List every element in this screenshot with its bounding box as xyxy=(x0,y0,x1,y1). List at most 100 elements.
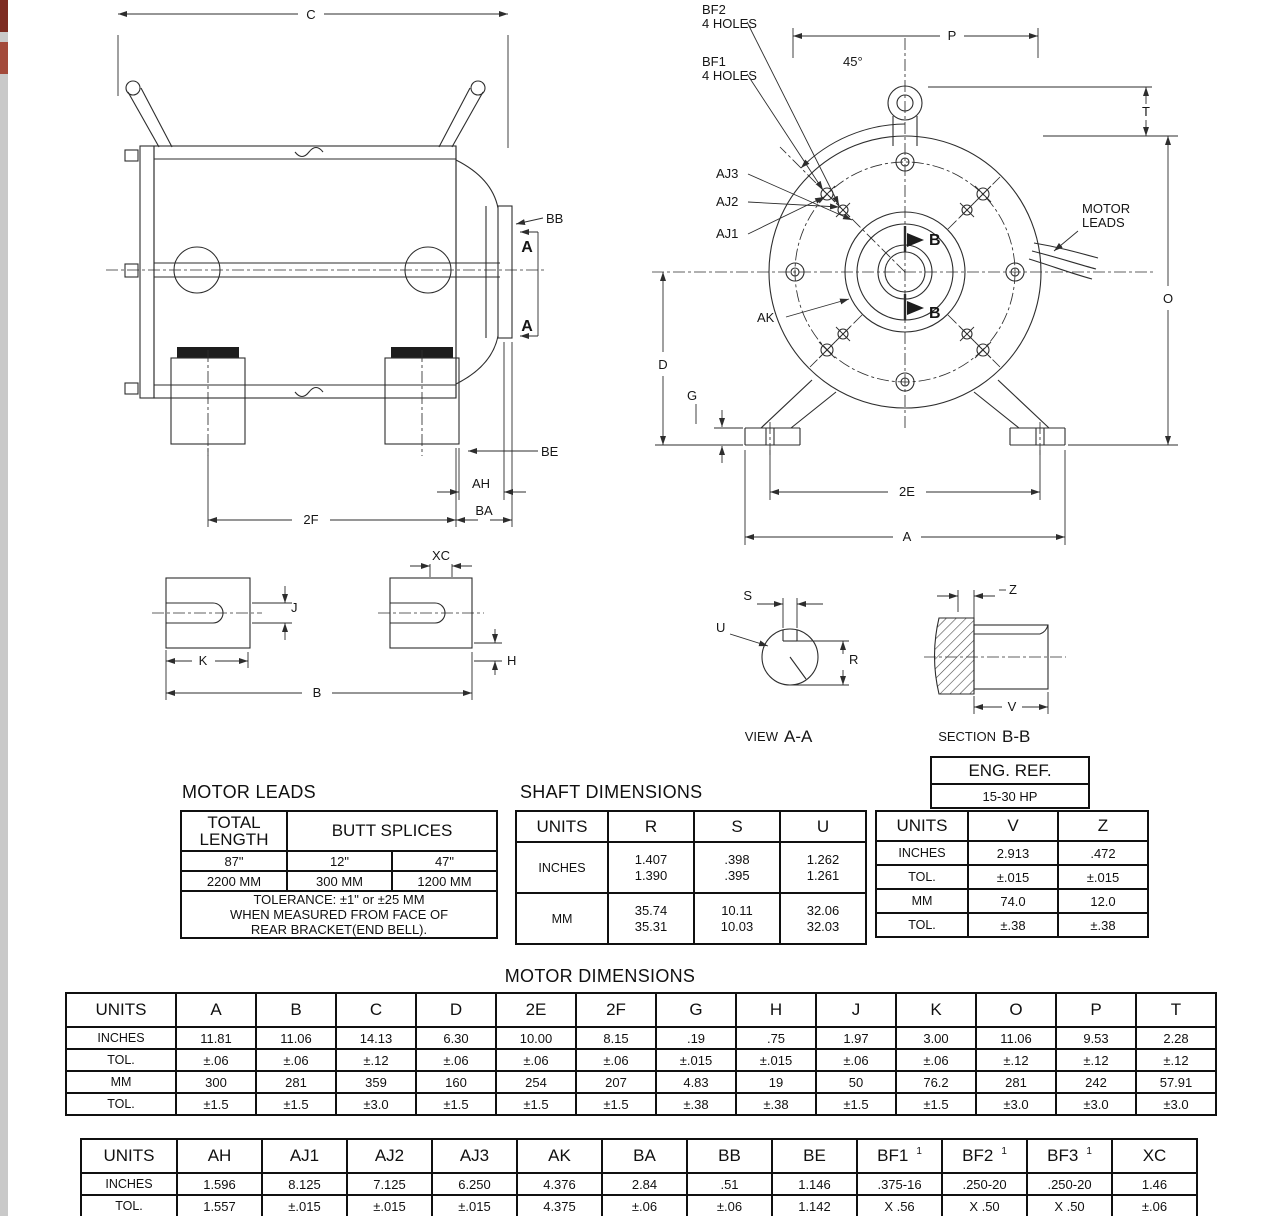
cell: 2.84 xyxy=(601,1172,688,1196)
dim-label-xc: XC xyxy=(432,548,450,563)
dim-label-aj3: AJ3 xyxy=(716,166,738,181)
dim-label-z: Z xyxy=(1009,582,1017,597)
dim-label-ah: AH xyxy=(472,476,490,491)
dim-label-a: A xyxy=(903,529,912,544)
dim-label-s: S xyxy=(743,588,752,603)
dim-label-g: G xyxy=(687,388,697,403)
value: 10.11 xyxy=(721,902,753,918)
cell: ±.38 xyxy=(967,912,1059,938)
left-edge-mark xyxy=(0,42,8,74)
cell: ±.06 xyxy=(601,1194,688,1216)
cell: 57.91 xyxy=(1135,1070,1217,1094)
dim-label-2f: 2F xyxy=(303,512,318,527)
cell: ±1.5 xyxy=(495,1092,577,1116)
cell: ±.06 xyxy=(895,1048,977,1072)
dim-label-be: BE xyxy=(541,444,559,459)
col-header-k: K xyxy=(895,992,977,1028)
cell: 6.30 xyxy=(415,1026,497,1050)
cell: 47" xyxy=(391,850,498,872)
col-header-aj1: AJ1 xyxy=(261,1138,348,1174)
tolerance-line: TOLERANCE: ±1" or ±25 MM xyxy=(253,892,425,907)
cell: ±3.0 xyxy=(1055,1092,1137,1116)
cell: .472 xyxy=(1057,840,1149,866)
section-label-b-bottom: B xyxy=(929,305,941,322)
cell: ±.38 xyxy=(1057,912,1149,938)
cell: 50 xyxy=(815,1070,897,1094)
dim-label-bf2-holes: 4 HOLES xyxy=(702,16,757,31)
section-bb-caption-prefix: SECTION xyxy=(938,729,996,744)
value: 1.262 xyxy=(806,851,840,867)
cell: .398.395 xyxy=(693,841,781,894)
value: 1.390 xyxy=(634,867,668,883)
cell: ±1.5 xyxy=(255,1092,337,1116)
technical-drawing-svg: C xyxy=(106,2,1178,746)
cell: ±3.0 xyxy=(975,1092,1057,1116)
cell: ±.06 xyxy=(175,1048,257,1072)
dim-label-h: H xyxy=(507,653,516,668)
tolerance-note: TOLERANCE: ±1" or ±25 MM WHEN MEASURED F… xyxy=(180,890,498,939)
cell: ±.38 xyxy=(655,1092,737,1116)
motor-lead-wire xyxy=(1031,250,1097,270)
row-label: TOL. xyxy=(65,1092,177,1116)
row-label: INCHES xyxy=(65,1026,177,1050)
value: 10.03 xyxy=(720,918,754,934)
row-label: MM xyxy=(875,888,969,914)
motor-leads-title: MOTOR LEADS xyxy=(182,782,316,802)
dim-label-b: B xyxy=(313,685,322,700)
dim-label-aj1: AJ1 xyxy=(716,226,738,241)
cell: 1200 MM xyxy=(391,870,498,892)
dim-label-bb: BB xyxy=(546,211,563,226)
keyway-detail-drawing: J K XC H B xyxy=(152,548,516,700)
section-bb-drawing: Z V SECTION B-B xyxy=(924,582,1066,746)
dim-label-bf1: BF1 xyxy=(702,54,726,69)
header-text: BF2 xyxy=(962,1146,994,1165)
cell: X .56 xyxy=(856,1194,943,1216)
eng-ref-box: ENG. REF. 15-30 HP xyxy=(930,756,1090,809)
dim-label-c: C xyxy=(306,7,315,22)
col-header-u: U xyxy=(779,810,867,843)
motor-lead-wire xyxy=(1033,242,1099,259)
cell: ±.12 xyxy=(335,1048,417,1072)
shaft-section xyxy=(973,624,1049,690)
cell: 1.97 xyxy=(815,1026,897,1050)
dim-label-r: R xyxy=(849,652,858,667)
cell: 300 xyxy=(175,1070,257,1094)
dim-label-t: T xyxy=(1142,104,1150,119)
cell: .75 xyxy=(735,1026,817,1050)
row-label: TOL. xyxy=(875,912,969,938)
col-header-o: O xyxy=(975,992,1057,1028)
col-header-be: BE xyxy=(771,1138,858,1174)
cell: .250-20 xyxy=(941,1172,1028,1196)
col-header-bf1: BF1 1 xyxy=(856,1138,943,1174)
footnote-marker: 1 xyxy=(916,1146,922,1158)
eng-ref-value: 15-30 HP xyxy=(982,789,1038,804)
dim-label-d: D xyxy=(658,357,667,372)
cell: X .50 xyxy=(941,1194,1028,1216)
cell: 300 MM xyxy=(286,870,393,892)
header-text: BF1 xyxy=(877,1146,909,1165)
cell: 11.06 xyxy=(975,1026,1057,1050)
col-header-r: R xyxy=(607,810,695,843)
cell: .375-16 xyxy=(856,1172,943,1196)
col-header-ba: BA xyxy=(601,1138,688,1174)
col-header-s: S xyxy=(693,810,781,843)
col-header-a: A xyxy=(175,992,257,1028)
col-header-total-length: TOTAL LENGTH xyxy=(180,810,288,852)
cell: 359 xyxy=(335,1070,417,1094)
cell: .250-20 xyxy=(1026,1172,1113,1196)
view-aa-caption: A-A xyxy=(784,727,813,746)
tolerance-line: REAR BRACKET(END BELL). xyxy=(250,922,428,937)
col-header-b: B xyxy=(255,992,337,1028)
view-aa-caption-prefix: VIEW xyxy=(745,729,779,744)
col-header-p: P xyxy=(1055,992,1137,1028)
value: 1.407 xyxy=(634,851,668,867)
left-edge-mark-top xyxy=(0,0,8,32)
cell: 1.142 xyxy=(771,1194,858,1216)
cell: 254 xyxy=(495,1070,577,1094)
value: .398 xyxy=(724,851,750,867)
dim-label-ba: BA xyxy=(475,503,493,518)
